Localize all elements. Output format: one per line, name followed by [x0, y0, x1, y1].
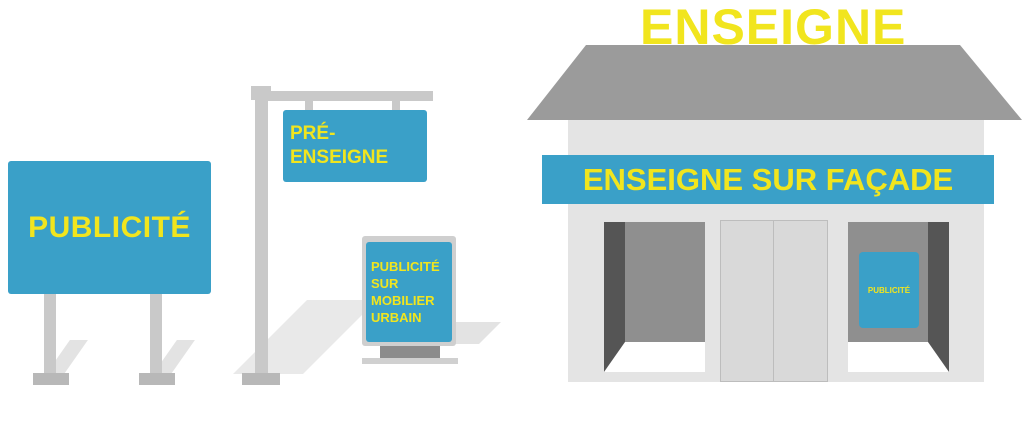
- billboard-label: PUBLICITÉ: [28, 210, 191, 244]
- pre-enseigne-panel: PRÉ- ENSEIGNE: [283, 110, 427, 182]
- shop-door-divider: [773, 220, 774, 382]
- pre-enseigne-post: [255, 86, 268, 374]
- billboard-foot-left: [33, 373, 69, 385]
- window-poster-label: PUBLICITÉ: [867, 285, 911, 295]
- mobilier-label: PUBLICITÉ SUR MOBILIER URBAIN: [371, 259, 440, 325]
- mobilier-panel: PUBLICITÉ SUR MOBILIER URBAIN: [366, 242, 452, 342]
- pre-enseigne-arm: [255, 91, 433, 101]
- billboard-panel: PUBLICITÉ: [8, 161, 211, 294]
- shop-window-right-sill: [848, 342, 949, 372]
- facade-sign-label: ENSEIGNE SUR FAÇADE: [582, 161, 954, 197]
- shop-roof: [527, 45, 1022, 120]
- shop-window-left-glass: [625, 222, 705, 350]
- shop-window-left-sill: [604, 342, 705, 372]
- billboard-post-right: [150, 292, 162, 374]
- mobilier-plinth: [362, 358, 458, 364]
- mobilier-base: [380, 346, 440, 358]
- pre-enseigne-hanger-left: [305, 100, 313, 111]
- pre-enseigne-label: PRÉ- ENSEIGNE: [290, 123, 389, 168]
- pre-enseigne-foot: [242, 373, 280, 385]
- facade-sign-panel: ENSEIGNE SUR FAÇADE: [542, 155, 994, 204]
- pre-enseigne-hanger-right: [392, 100, 400, 111]
- billboard-post-left: [44, 292, 56, 374]
- window-poster-panel: PUBLICITÉ: [859, 252, 919, 328]
- shop-door: [720, 220, 828, 382]
- billboard-foot-right: [139, 373, 175, 385]
